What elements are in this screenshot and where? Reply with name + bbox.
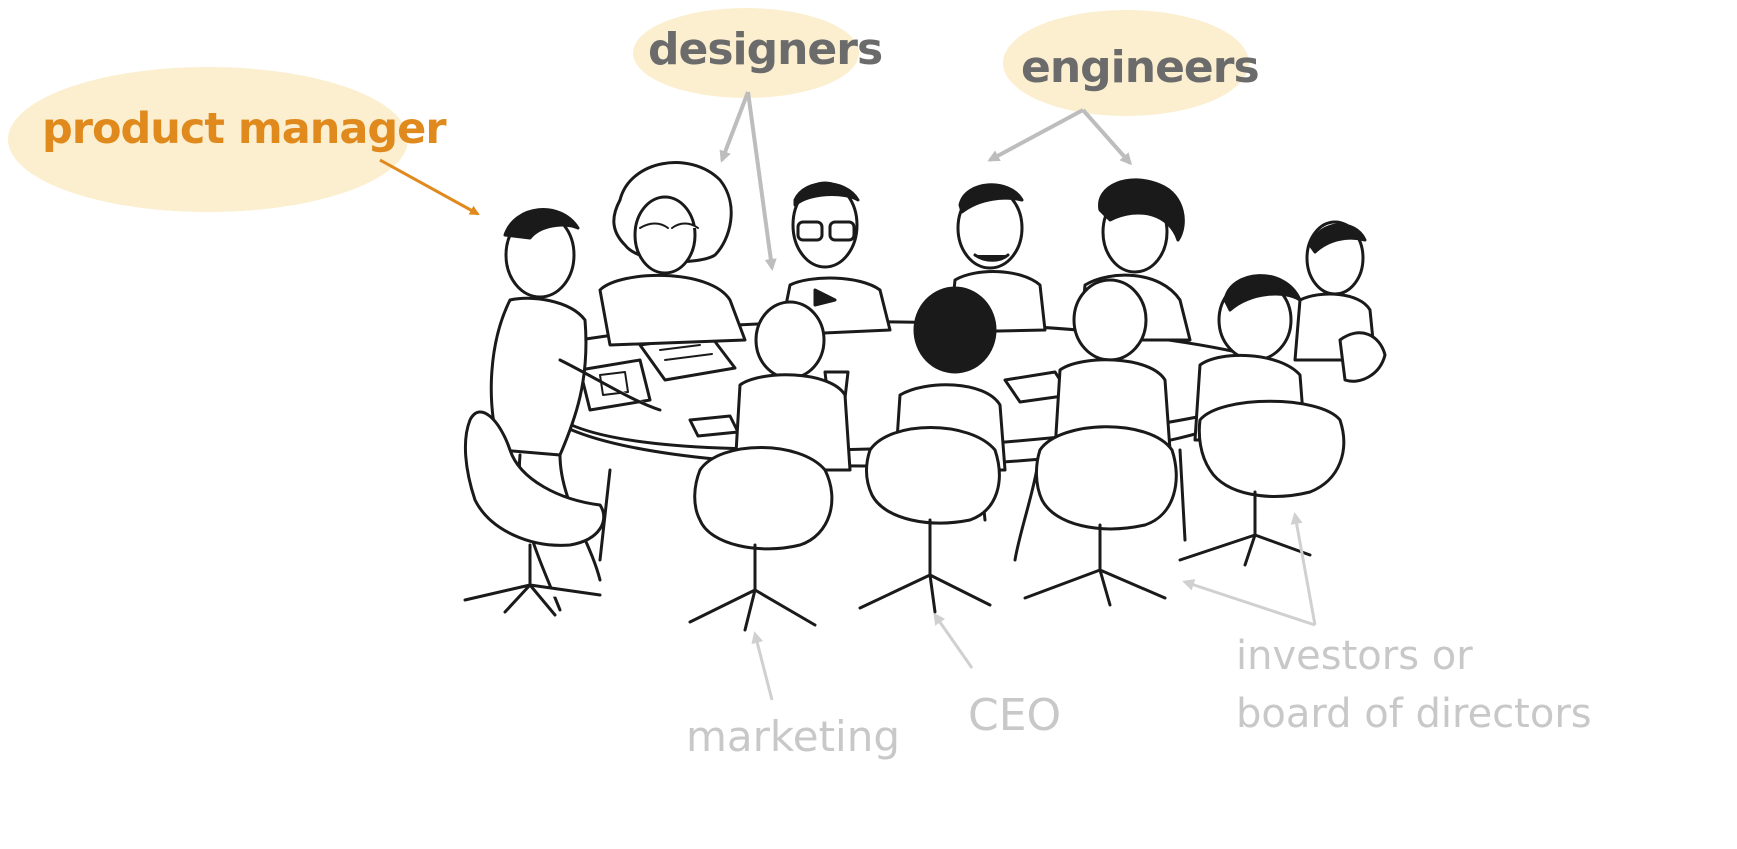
product-manager-bubble — [8, 67, 408, 212]
figure-product-manager — [489, 208, 662, 612]
engineers-arrow-right — [1081, 108, 1132, 166]
product-manager-arrow — [379, 158, 480, 216]
investors-arrow-left — [1182, 579, 1316, 627]
figure-designer-woman — [598, 161, 747, 347]
ceo-label: CEO — [968, 690, 1062, 741]
engineers-label: engineers — [1021, 42, 1260, 93]
designers-label: designers — [648, 24, 883, 75]
investors-arrow-right — [1290, 512, 1317, 626]
investors-label-line1: investors or — [1236, 633, 1473, 679]
engineers-arrow-left — [987, 108, 1084, 162]
investors-label-line2: board of directors — [1236, 691, 1592, 737]
engineers-bubble — [1003, 10, 1249, 116]
chairs — [463, 331, 1387, 632]
product-manager-label: product manager — [42, 104, 447, 154]
designers-arrow-left — [719, 91, 750, 163]
designers-bubble — [633, 8, 859, 98]
ceo-arrow — [933, 612, 974, 669]
designers-arrow-right — [746, 91, 777, 271]
marketing-label: marketing — [686, 712, 900, 761]
marketing-arrow — [751, 631, 774, 701]
people — [489, 161, 1377, 612]
